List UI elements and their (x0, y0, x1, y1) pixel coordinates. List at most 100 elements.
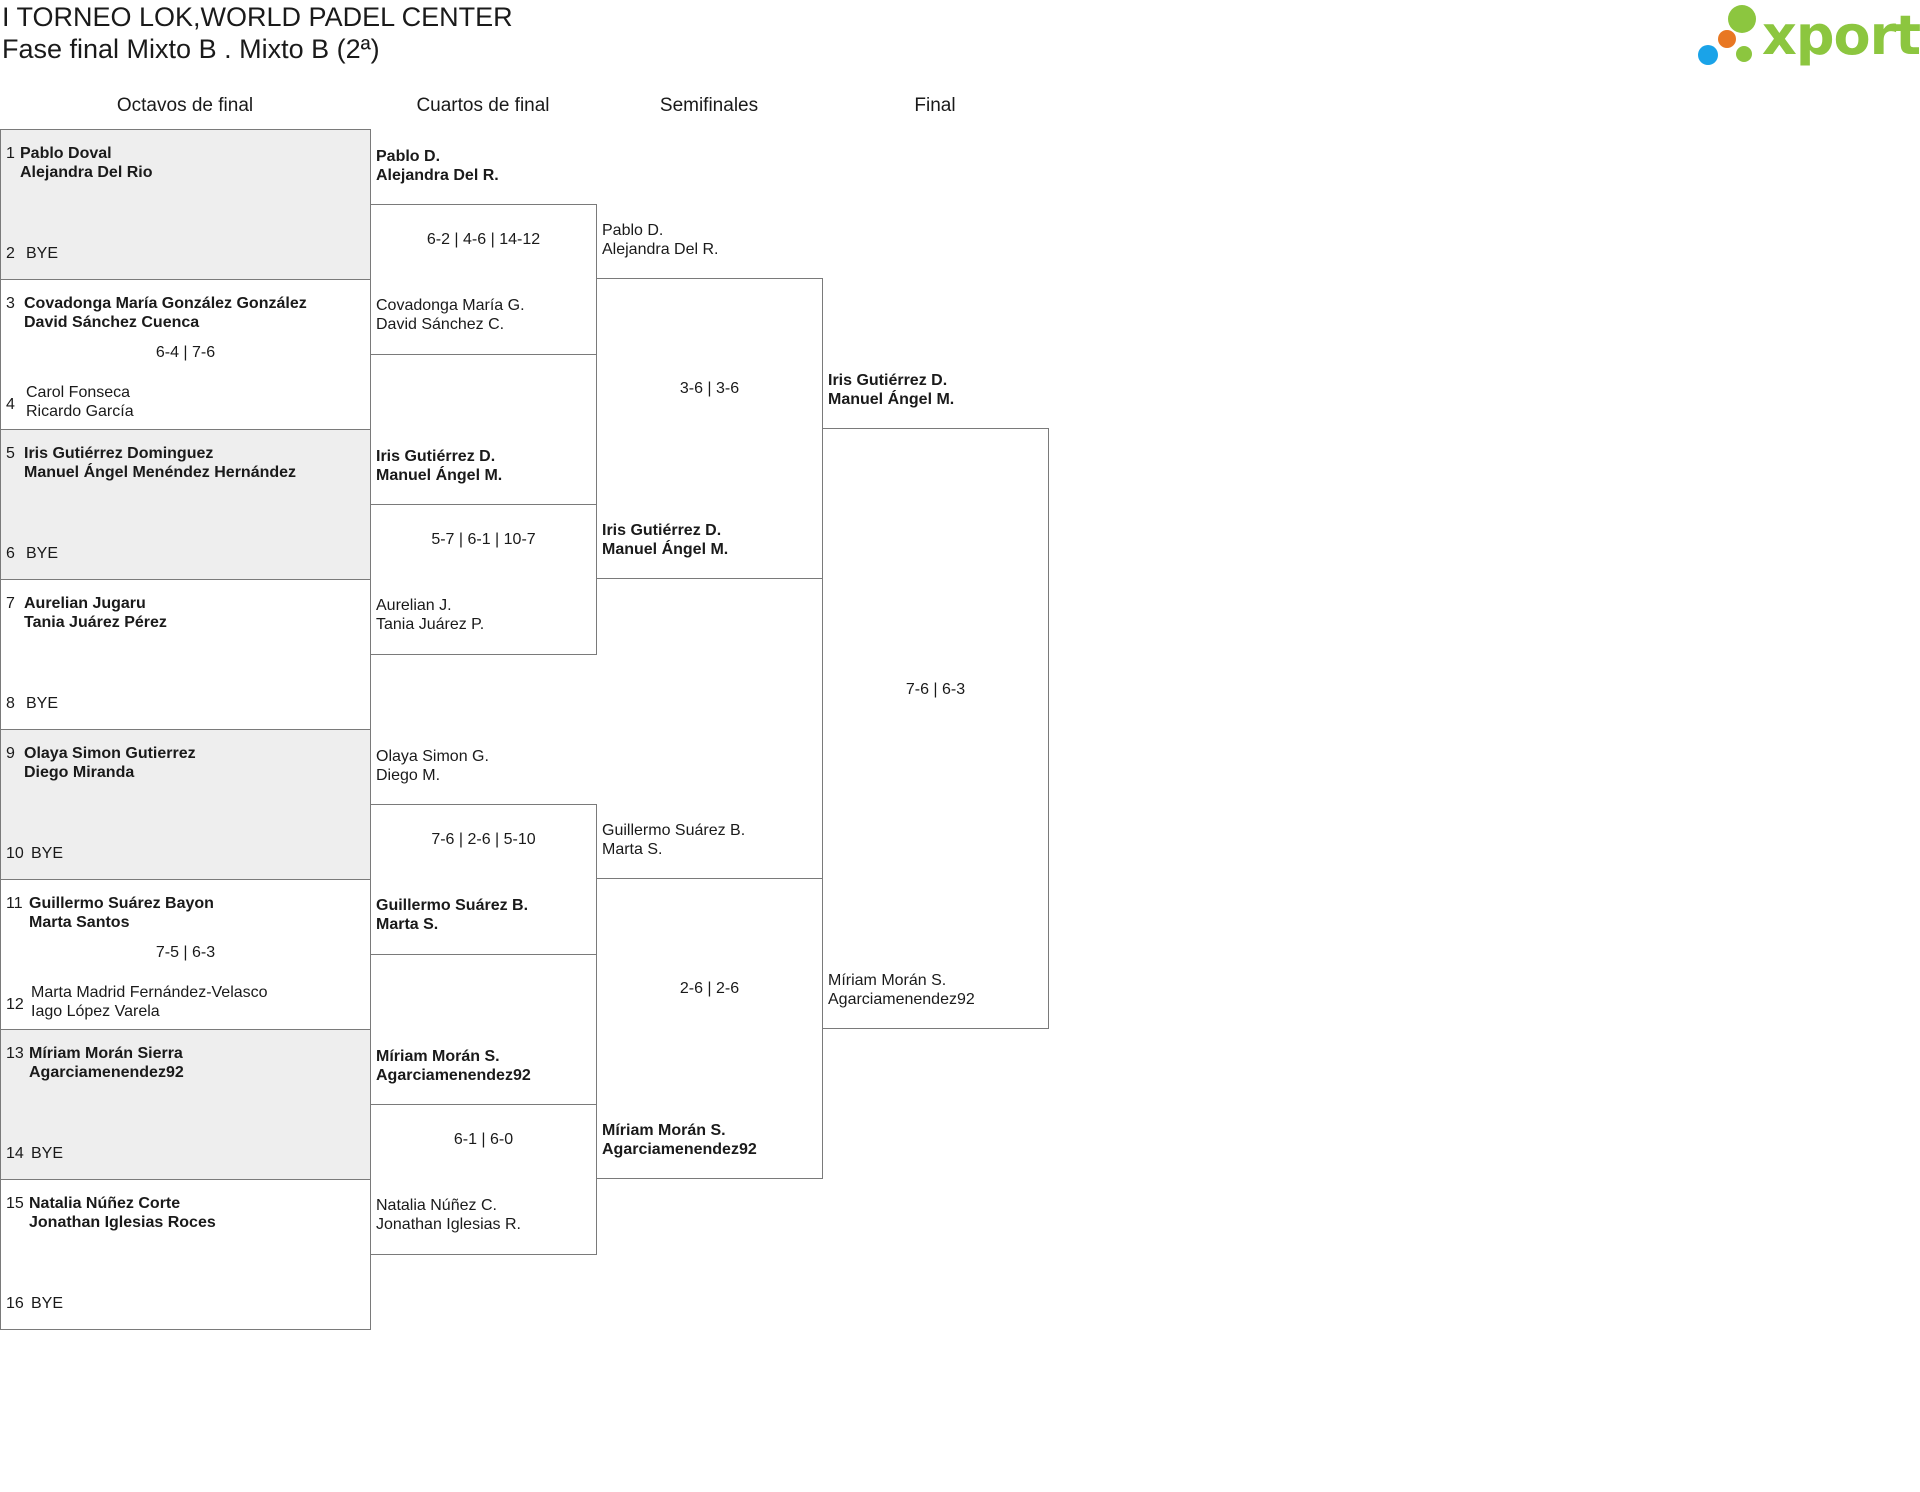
team-entry[interactable]: Pablo Doval (20, 145, 112, 162)
team-entry[interactable]: David Sánchez Cuenca (24, 314, 200, 331)
team-entry[interactable]: Guillermo Suárez Bayon (29, 895, 214, 912)
match-score: 7-5 | 6-3 (155, 944, 216, 961)
match-score: 6-2 | 4-6 | 14-12 (426, 231, 541, 248)
team-entry[interactable]: Agarciamenendez92 (828, 991, 975, 1008)
team-entry[interactable]: Alejandra Del Rio (20, 164, 153, 181)
team-entry[interactable]: Iris Gutiérrez D. (376, 448, 496, 465)
team-entry[interactable]: Agarciamenendez92 (376, 1067, 531, 1084)
team-entry[interactable]: Iago López Varela (31, 1003, 160, 1020)
team-entry[interactable]: Iris Gutiérrez D. (828, 372, 948, 389)
round-header-r16: Octavos de final (116, 95, 254, 116)
match-box-r16 (0, 879, 371, 1030)
team-entry[interactable]: BYE (31, 1145, 64, 1162)
match-box-r16 (0, 1179, 371, 1330)
logo-blue-dot (1698, 45, 1718, 65)
team-entry[interactable]: Guillermo Suárez B. (602, 822, 746, 839)
team-entry[interactable]: Marta S. (602, 841, 663, 858)
logo-small-green-dot (1736, 46, 1752, 62)
logo-green-dot (1728, 5, 1756, 33)
team-entry[interactable]: Agarciamenendez92 (29, 1064, 184, 1081)
team-entry[interactable]: Carol Fonseca (26, 384, 131, 401)
team-entry[interactable]: Covadonga María González González (24, 295, 307, 312)
team-entry[interactable]: Iris Gutiérrez D. (602, 522, 722, 539)
seed-number: 9 (6, 745, 15, 762)
team-entry[interactable]: BYE (26, 695, 59, 712)
match-score: 6-1 | 6-0 (453, 1131, 514, 1148)
team-entry[interactable]: Marta S. (376, 916, 439, 933)
team-entry[interactable]: Pablo D. (602, 222, 664, 239)
team-entry[interactable]: Agarciamenendez92 (602, 1141, 757, 1158)
team-entry[interactable]: Guillermo Suárez B. (376, 897, 529, 914)
team-entry[interactable]: Olaya Simon Gutierrez (24, 745, 196, 762)
team-entry[interactable]: Natalia Núñez C. (376, 1197, 497, 1214)
seed-number: 7 (6, 595, 15, 612)
round-header-final: Final (914, 95, 956, 116)
team-entry[interactable]: BYE (31, 1295, 64, 1312)
match-score: 7-6 | 6-3 (905, 681, 966, 698)
tournament-title: I TORNEO LOK,WORLD PADEL CENTER (2, 2, 513, 32)
match-box-r16 (0, 579, 371, 730)
seed-number: 11 (6, 895, 23, 912)
match-box-sf (596, 878, 823, 1179)
round-header-sf: Semifinales (659, 95, 759, 116)
phase-subtitle: Fase final Mixto B . Mixto B (2ª) (2, 34, 380, 64)
team-entry[interactable]: Diego M. (376, 767, 441, 784)
team-entry[interactable]: Aurelian J. (376, 597, 452, 614)
logo-orange-dot (1718, 30, 1736, 48)
seed-number: 1 (6, 145, 15, 162)
team-entry[interactable]: Manuel Ángel M. (376, 467, 503, 484)
team-entry[interactable]: Tania Juárez P. (376, 616, 485, 633)
team-entry[interactable]: Olaya Simon G. (376, 748, 489, 765)
match-box-qf (370, 204, 597, 355)
match-score: 3-6 | 3-6 (679, 380, 740, 397)
team-entry[interactable]: Jonathan Iglesias R. (376, 1216, 521, 1233)
seed-number: 14 (6, 1145, 24, 1162)
seed-number: 13 (6, 1045, 24, 1062)
match-box-sf (596, 278, 823, 579)
match-score: 6-4 | 7-6 (155, 344, 216, 361)
team-entry[interactable]: Iris Gutiérrez Dominguez (24, 445, 214, 462)
seed-number: 2 (6, 245, 15, 262)
team-entry[interactable]: Alejandra Del R. (602, 241, 719, 258)
team-entry[interactable]: Manuel Ángel M. (602, 541, 729, 558)
match-box-r16 (0, 429, 371, 580)
team-entry[interactable]: Pablo D. (376, 148, 441, 165)
team-entry[interactable]: Diego Miranda (24, 764, 135, 781)
team-entry[interactable]: Míriam Morán Sierra (29, 1045, 183, 1062)
team-entry[interactable]: Míriam Morán S. (376, 1048, 500, 1065)
match-box-qf (370, 804, 597, 955)
seed-number: 15 (6, 1195, 24, 1212)
seed-number: 6 (6, 545, 15, 562)
seed-number: 5 (6, 445, 15, 462)
team-entry[interactable]: Ricardo García (26, 403, 134, 420)
team-entry[interactable]: Aurelian Jugaru (24, 595, 146, 612)
match-box-qf (370, 504, 597, 655)
team-entry[interactable]: BYE (26, 245, 59, 262)
team-entry[interactable]: Alejandra Del R. (376, 167, 499, 184)
match-score: 7-6 | 2-6 | 5-10 (431, 831, 536, 848)
team-entry[interactable]: David Sánchez C. (376, 316, 505, 333)
team-entry[interactable]: Tania Juárez Pérez (24, 614, 167, 631)
team-entry[interactable]: BYE (31, 845, 64, 862)
seed-number: 3 (6, 295, 15, 312)
team-entry[interactable]: Míriam Morán S. (602, 1122, 726, 1139)
match-box-qf (370, 1104, 597, 1255)
match-score: 2-6 | 2-6 (679, 980, 740, 997)
seed-number: 4 (6, 396, 15, 413)
team-entry[interactable]: Marta Santos (29, 914, 130, 931)
match-box-r16 (0, 129, 371, 280)
match-score: 5-7 | 6-1 | 10-7 (431, 531, 536, 548)
xporty-logo: xporty (1696, 0, 1920, 72)
team-entry[interactable]: Jonathan Iglesias Roces (29, 1214, 216, 1231)
seed-number: 16 (6, 1295, 24, 1312)
match-box-final (822, 428, 1049, 1029)
team-entry[interactable]: Míriam Morán S. (828, 972, 947, 989)
team-entry[interactable]: Manuel Ángel M. (828, 391, 955, 408)
team-entry[interactable]: Natalia Núñez Corte (29, 1195, 181, 1212)
seed-number: 12 (6, 996, 24, 1013)
logo-wordmark: xporty (1762, 4, 1920, 67)
team-entry[interactable]: BYE (26, 545, 59, 562)
team-entry[interactable]: Manuel Ángel Menéndez Hernández (24, 464, 297, 481)
team-entry[interactable]: Marta Madrid Fernández-Velasco (31, 984, 268, 1001)
team-entry[interactable]: Covadonga María G. (376, 297, 525, 314)
